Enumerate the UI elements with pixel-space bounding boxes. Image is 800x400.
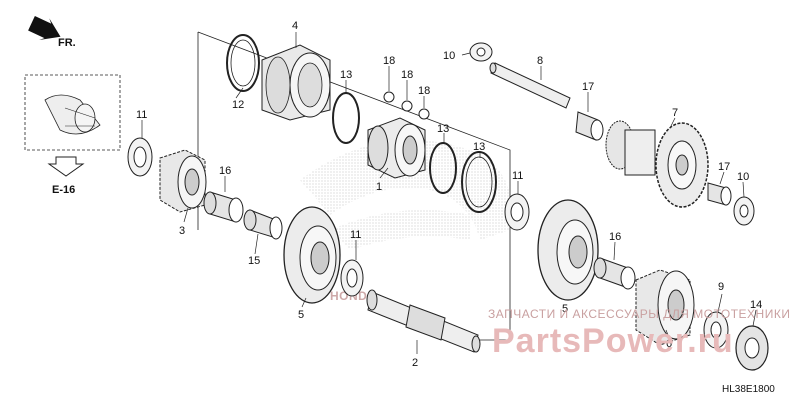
reference-arrow-icon — [47, 156, 85, 177]
gear-6 — [635, 269, 695, 346]
callout-13a: 13 — [340, 69, 352, 81]
shaft-8 — [489, 62, 571, 109]
steel-ball-18b — [401, 100, 413, 112]
callout-1: 1 — [376, 181, 382, 193]
reference-label: E-16 — [52, 184, 75, 196]
needle-bearing-16-left — [203, 191, 244, 223]
needle-bearing-17-lower — [707, 182, 732, 206]
callout-17a: 17 — [582, 81, 594, 93]
callout-6: 6 — [666, 338, 672, 350]
callout-13b: 13 — [437, 123, 449, 135]
reference-inset — [24, 74, 121, 151]
front-direction-label: FR. — [58, 37, 76, 49]
thrust-washer-11-middle — [340, 259, 364, 297]
callout-4: 4 — [292, 20, 298, 32]
thrust-washer-11-left — [127, 137, 153, 177]
callout-5b: 5 — [562, 303, 568, 315]
front-direction-arrow-icon — [28, 15, 61, 41]
snap-ring-13-upper — [332, 92, 360, 144]
callout-9: 9 — [718, 281, 724, 293]
callout-2: 2 — [412, 357, 418, 369]
callout-11c: 11 — [512, 170, 523, 182]
steel-ball-18c — [418, 108, 430, 120]
diagram-code: HL38E1800 — [722, 384, 775, 395]
callout-18c: 18 — [418, 85, 430, 97]
callout-12a: 12 — [232, 99, 244, 111]
callout-16b: 16 — [609, 231, 621, 243]
watermark-brand: PartsPower.ru — [492, 322, 734, 360]
washer-10-lower — [733, 196, 755, 226]
callout-10a: 10 — [443, 50, 455, 62]
mainshaft-2 — [366, 289, 481, 353]
gear-5-right — [537, 199, 599, 301]
ball-bearing-14 — [735, 325, 769, 371]
clutch-hub-1 — [367, 117, 426, 179]
callout-11a: 11 — [136, 109, 147, 121]
callout-14: 14 — [750, 299, 762, 311]
washer-10-upper — [469, 42, 493, 62]
callout-7: 7 — [672, 107, 678, 119]
thrust-washer-11-right — [504, 193, 530, 231]
callout-11b: 11 — [350, 229, 361, 241]
callout-17b: 17 — [718, 161, 730, 173]
callout-12b: 13 — [473, 141, 485, 153]
washer-9 — [703, 311, 729, 349]
callout-3: 3 — [179, 225, 185, 237]
watermark-caption: ЗАПЧАСТИ И АКСЕССУАРЫ ДЛЯ МОТОТЕХНИКИ — [488, 307, 790, 321]
callout-18b: 18 — [401, 69, 413, 81]
callout-15: 15 — [248, 255, 260, 267]
gear-5-left — [283, 206, 341, 304]
callout-16a: 16 — [219, 165, 231, 177]
needle-bearing-17-upper — [575, 111, 604, 141]
snap-ring-12-lower — [461, 151, 497, 213]
callout-10b: 10 — [737, 171, 749, 183]
callout-8: 8 — [537, 55, 543, 67]
gear-drum-4 — [261, 44, 331, 121]
callout-18a: 18 — [383, 55, 395, 67]
callouts: 12 4 13 18 18 18 1 13 13 10 8 17 7 17 10… — [136, 20, 762, 369]
needle-bearing-16-right — [593, 257, 636, 290]
needle-bearing-15 — [243, 209, 283, 240]
snap-ring-13-lower — [429, 142, 457, 194]
gear-7 — [605, 120, 709, 208]
gear-3 — [159, 149, 207, 213]
callout-5a: 5 — [298, 309, 304, 321]
snap-ring-12-upper — [226, 34, 260, 92]
callout-leaders — [141, 32, 757, 354]
subassembly-frame — [197, 31, 511, 341]
steel-ball-18a — [383, 91, 395, 103]
